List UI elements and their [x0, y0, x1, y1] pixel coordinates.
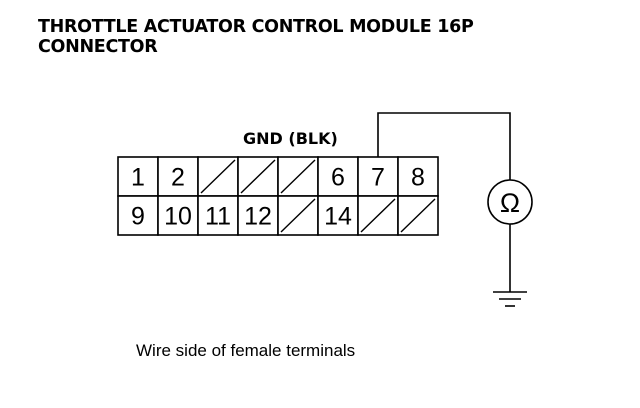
- terminal-cell: [117, 195, 159, 236]
- diagram-caption: Wire side of female terminals: [136, 341, 356, 360]
- terminal-number: 14: [324, 203, 352, 231]
- test-wiring: [377, 112, 511, 292]
- unused-terminal-slash: [240, 159, 276, 194]
- unused-terminal-slash: [360, 198, 396, 233]
- terminal-number: 11: [205, 203, 231, 231]
- terminal-number: 6: [331, 164, 345, 192]
- terminal-number: 8: [411, 164, 425, 192]
- ohmmeter-icon: Ω: [487, 179, 533, 225]
- terminal-cell: [237, 195, 279, 236]
- gnd-label: GND (BLK): [243, 129, 338, 148]
- terminal-cell: [357, 156, 399, 197]
- terminal-cell: [317, 195, 359, 236]
- terminal-cell: [157, 195, 199, 236]
- terminal-number: 12: [244, 203, 272, 231]
- diagram-title-line-2: CONNECTOR: [38, 37, 158, 57]
- terminal-cell: [157, 156, 199, 197]
- ground-icon: [493, 291, 527, 307]
- unused-terminal-slash: [280, 198, 316, 233]
- unused-terminal-slash: [280, 159, 316, 194]
- terminal-number: 7: [371, 164, 385, 192]
- unused-terminal-slash: [400, 198, 436, 233]
- ohmmeter-symbol: Ω: [500, 188, 520, 218]
- diagram-title-line-1: THROTTLE ACTUATOR CONTROL MODULE 16P: [38, 17, 474, 37]
- wire-terminal-7: [377, 112, 511, 180]
- unused-terminal-slash: [200, 159, 236, 194]
- terminal-number: 2: [171, 164, 185, 192]
- terminal-cell: [397, 156, 439, 197]
- terminal-cell: [197, 195, 239, 236]
- terminal-number: 10: [164, 203, 192, 231]
- terminal-number: 9: [131, 203, 145, 231]
- terminal-number: 1: [131, 164, 145, 192]
